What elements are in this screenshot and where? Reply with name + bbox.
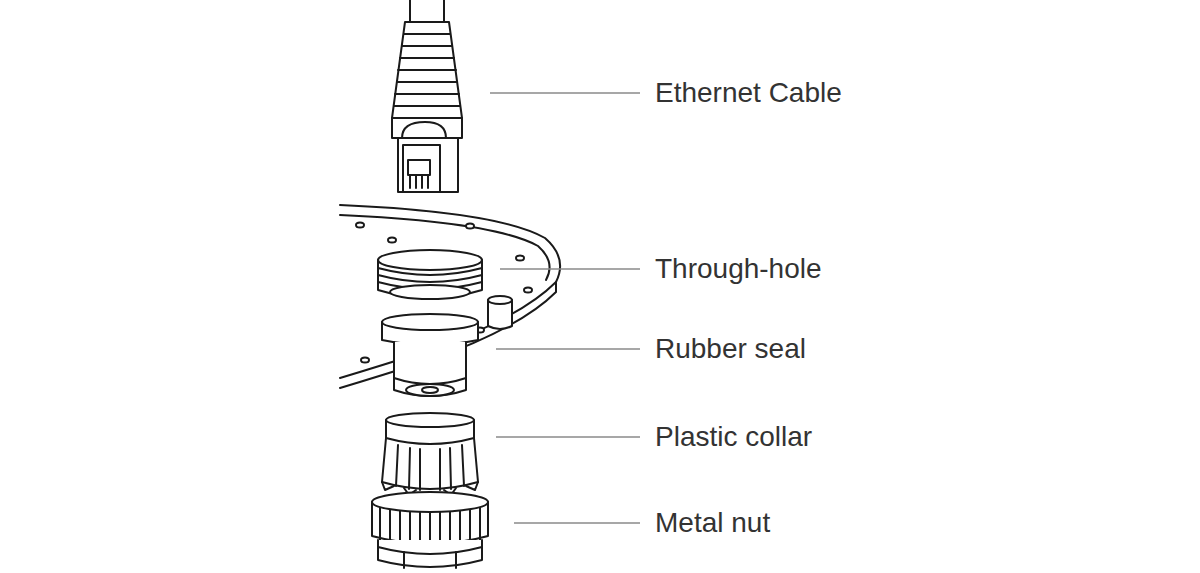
part-label: Ethernet Cable bbox=[655, 76, 842, 110]
through-hole-drawing bbox=[378, 250, 512, 329]
part-label: Plastic collar bbox=[655, 420, 812, 454]
leader-line bbox=[496, 436, 640, 438]
metal-nut-drawing bbox=[372, 492, 488, 568]
leader-line bbox=[496, 348, 640, 350]
part-label: Through-hole bbox=[655, 252, 822, 286]
leader-line bbox=[500, 268, 640, 270]
leader-line bbox=[514, 522, 640, 524]
leader-line bbox=[490, 92, 640, 94]
rubber-seal-drawing bbox=[382, 314, 478, 396]
part-label: Metal nut bbox=[655, 506, 770, 540]
leader-lines bbox=[490, 93, 640, 523]
ethernet-cable-drawing bbox=[392, 0, 462, 192]
plastic-collar-drawing bbox=[382, 413, 478, 495]
part-label: Rubber seal bbox=[655, 332, 806, 366]
